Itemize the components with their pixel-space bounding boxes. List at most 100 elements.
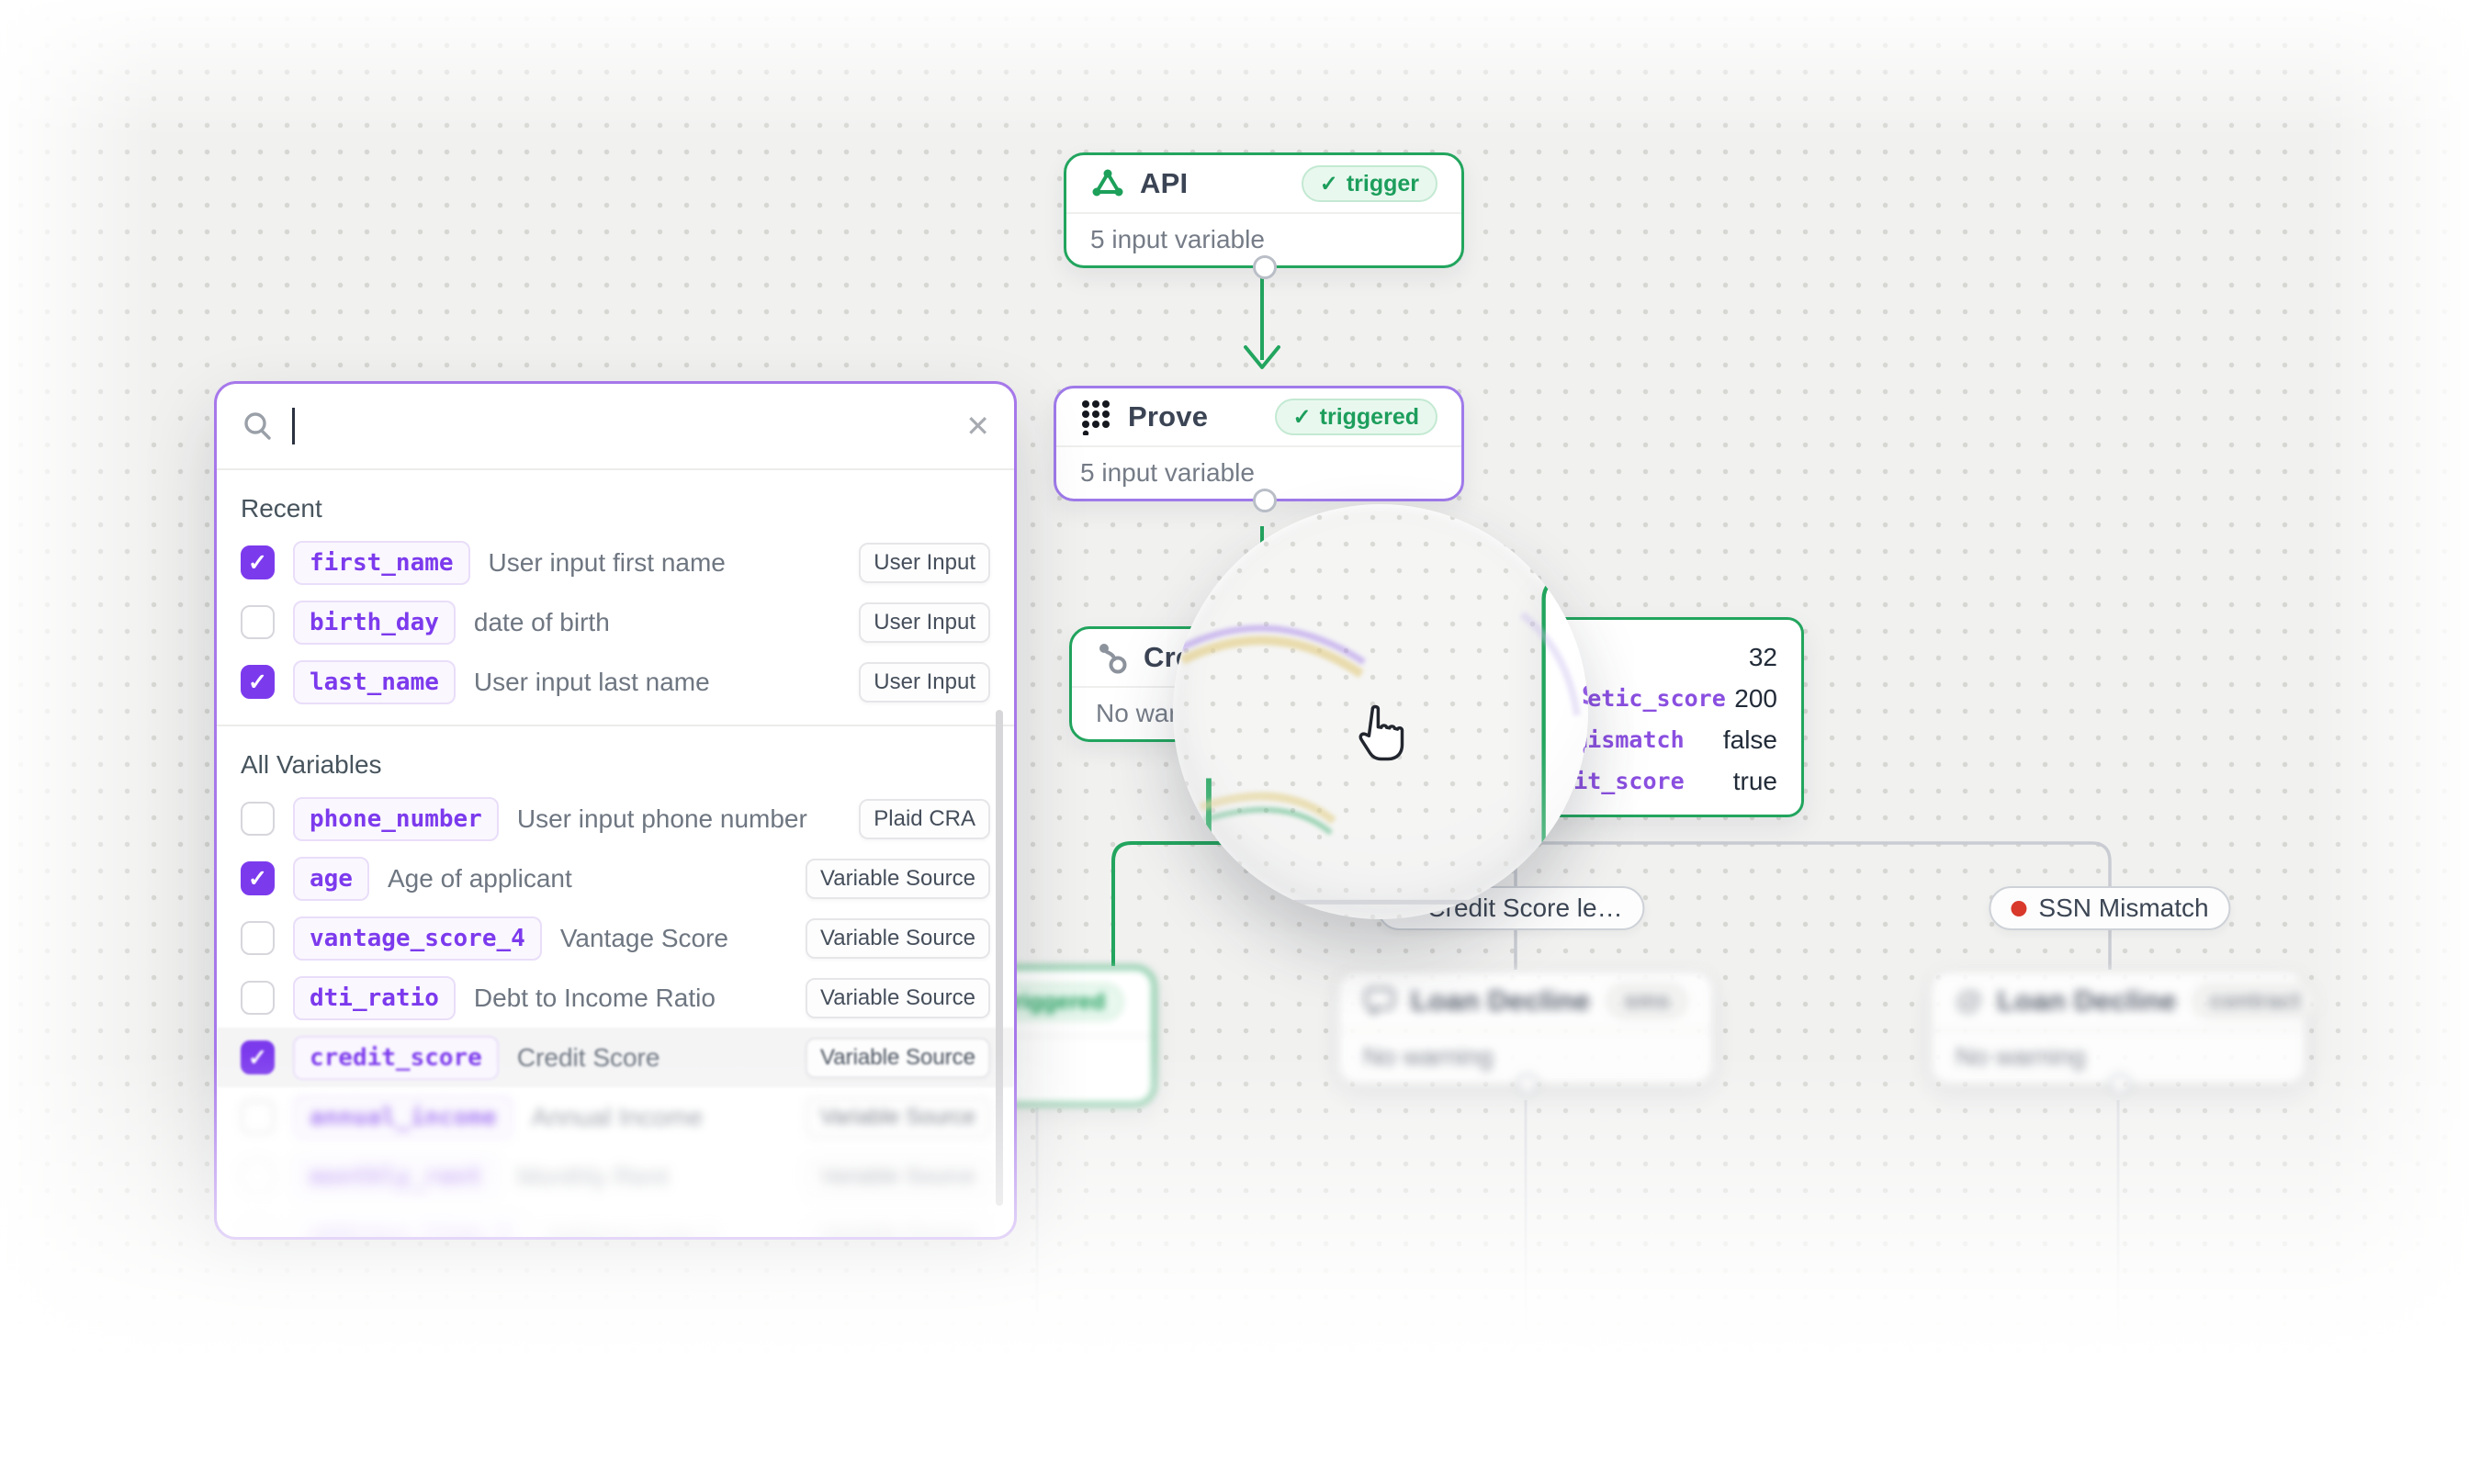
source-tag: User Input [859, 601, 990, 643]
warning-dot-icon [2011, 900, 2027, 916]
variable-row-address_line_1[interactable]: address_line_1 Address Line 1 Variable Sou… [217, 1207, 1014, 1240]
variable-pill: first_name [293, 540, 470, 585]
variable-row-monthly_rent[interactable]: monthly_rent Monthly Rent Variable Source [217, 1147, 1014, 1207]
variable-name: san_mismatch [1581, 733, 1589, 771]
variable-description: Age of applicant [387, 863, 572, 893]
checkbox[interactable] [241, 545, 275, 579]
panel-scrollbar[interactable] [996, 710, 1003, 1206]
variable-pill: monthly_rent [293, 1154, 499, 1199]
variable-pill: credit_score [293, 1035, 499, 1080]
variable-description: User input first name [488, 547, 726, 577]
node-title: Prove [1128, 400, 1209, 433]
variable-name: synthetic_score [1581, 673, 1589, 712]
variable-value: false [1722, 725, 1777, 754]
variable-name: age [1581, 613, 1589, 652]
check-icon: ✓ [1292, 404, 1312, 430]
search-row[interactable]: ✕ [217, 384, 1014, 468]
edge-label-ssn-mismatch[interactable]: SSN Mismatch [1989, 886, 2231, 930]
variable-row-age[interactable]: age Age of applicant Variable Source [217, 849, 1014, 908]
section-label: Recent [241, 494, 322, 523]
variable-description: Monthly Rent [516, 1162, 669, 1191]
source-tag: Variable Source [806, 858, 990, 899]
source-tag: User Input [859, 542, 990, 583]
checkbox[interactable] [241, 861, 275, 895]
variable-name: credit_score [1581, 793, 1589, 831]
sms-badge: sms [1605, 983, 1688, 1019]
search-icon [241, 409, 276, 444]
node-title: Loan Decline [1411, 984, 1591, 1017]
source-tag: Variable Source [806, 1037, 990, 1078]
source-tag: Variable Source [806, 1096, 990, 1138]
variable-description: Debt to Income Ratio [473, 983, 716, 1012]
node-loan-decline-contract[interactable]: @ Loan Decline contract No warning [1929, 970, 2319, 1096]
hand-cursor [1353, 703, 1409, 770]
variable-description: Vantage Score [559, 923, 728, 952]
variable-description: Credit Score [516, 1042, 660, 1072]
variable-pill: phone_number [293, 796, 499, 841]
checkbox[interactable] [241, 802, 275, 836]
variable-description: Address Line 1 [546, 1221, 717, 1240]
variable-values-card: age32synthetic_score200san_mismatchfalse… [1541, 574, 1589, 865]
checkbox[interactable] [241, 1160, 275, 1194]
at-sign-icon: @ [1956, 985, 1983, 1016]
triggered-badge: ✓ triggered [1274, 399, 1437, 435]
magnifier-lens: API ✓ trigger 5 input variable [1173, 504, 1588, 919]
checkbox[interactable] [241, 981, 275, 1015]
variable-pill: last_name [293, 659, 456, 704]
checkbox[interactable] [241, 605, 275, 639]
checkbox[interactable] [241, 1040, 275, 1074]
variable-pill: age [293, 856, 369, 901]
node-loan-decline-sms[interactable]: Loan Decline sms No warning [1336, 970, 1715, 1096]
prove-dots-icon [1080, 399, 1113, 435]
source-tag: Variable Source [806, 1216, 990, 1237]
trigger-badge: ✓ trigger [1301, 165, 1437, 202]
checkbox[interactable] [241, 1220, 275, 1237]
variable-row-annual_income[interactable]: annual_income Annual Income Variable Sourc… [217, 1087, 1014, 1147]
sms-bubble-icon [1363, 985, 1396, 1017]
api-triangle-icon [1090, 167, 1125, 200]
variable-description: User input last name [473, 667, 710, 696]
variable-row-first_name[interactable]: first_name User input first name User Inpu… [217, 533, 1014, 592]
node-api[interactable]: API ✓ trigger 5 input variable [1064, 152, 1464, 279]
source-tag: Variable Source [806, 977, 990, 1018]
variable-description: User input phone number [516, 804, 807, 833]
source-tag: Variable Source [806, 917, 990, 959]
variable-row-credit_score[interactable]: credit_score Credit Score Variable Source [217, 1028, 1014, 1087]
variable-value: 32 [1748, 642, 1777, 671]
source-tag: Plaid CRA [859, 798, 990, 839]
variable-pill: address_line_1 [293, 1214, 528, 1237]
output-port[interactable] [2108, 1073, 2132, 1096]
node-title: Loan Decline [1997, 984, 2177, 1017]
variable-pill: annual_income [293, 1095, 513, 1140]
output-port[interactable] [1253, 255, 1277, 279]
checkbox[interactable] [241, 665, 275, 699]
value-row-age: age32 [1546, 602, 1589, 662]
variable-row-vantage_score_4[interactable]: vantage_score_4 Vantage Score Variable Sou… [217, 908, 1014, 968]
variable-description: date of birth [473, 607, 610, 636]
section-label: All Variables [241, 750, 382, 779]
checkbox[interactable] [241, 921, 275, 955]
variable-pill: vantage_score_4 [293, 916, 542, 961]
source-tag: Variable Source [806, 1156, 990, 1197]
variable-row-dti_ratio[interactable]: dti_ratio Debt to Income Ratio Variable So… [217, 968, 1014, 1028]
node-prove[interactable]: Prove ✓ triggered 5 input variable [1054, 386, 1464, 512]
variable-row-phone_number[interactable]: phone_number User input phone number Plaid… [217, 789, 1014, 849]
output-port[interactable] [1516, 1073, 1539, 1096]
key-icon [1096, 640, 1129, 675]
variable-value: 200 [1734, 683, 1777, 713]
variable-pill: dti_ratio [293, 975, 456, 1020]
lens-magnified-content: API ✓ trigger 5 input variable [1173, 504, 1588, 919]
variable-description: Annual Income [531, 1102, 704, 1131]
check-icon: ✓ [1319, 171, 1338, 197]
variable-value: true [1732, 766, 1777, 795]
close-icon[interactable]: ✕ [965, 410, 990, 443]
checkbox[interactable] [241, 1100, 275, 1134]
contract-badge: contract [2191, 983, 2319, 1019]
